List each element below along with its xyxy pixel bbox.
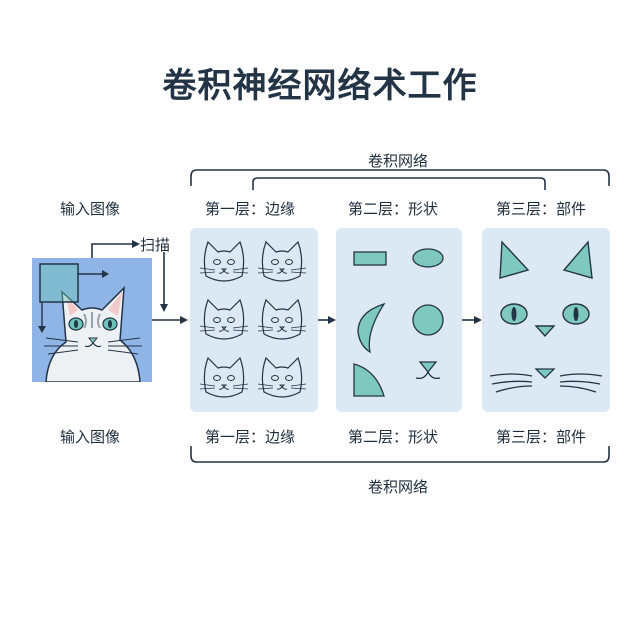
edge-cat-6 [257,357,307,398]
layer1-label-top: 第一层：边缘 [205,200,296,218]
layer2-label-bottom: 第二层：形状 [348,428,439,446]
layer1-edge-cats [199,241,307,398]
input-cat-image [32,258,152,382]
whiskers-part [489,368,603,393]
layer3-label-top: 第三层：部件 [496,200,587,218]
circle-shape [412,304,444,336]
right-eye-part [562,303,590,325]
edge-cat-4 [257,299,307,340]
left-eye-part [500,303,528,325]
bottom-bracket-label: 卷积网络 [368,478,429,496]
nose-part [534,325,556,338]
edge-cat-1 [199,241,249,282]
layer2-shapes [353,248,444,397]
layer1-panel [190,228,318,412]
layer2-label-top: 第二层：形状 [348,200,439,218]
edge-cat-2 [257,241,307,282]
nose-shape [415,361,441,380]
input-label-top: 输入图像 [60,200,121,218]
crescent-shape [357,302,386,354]
rectangle-shape [353,251,387,266]
left-ear-part [499,240,530,279]
right-ear-part [562,240,593,279]
layer3-parts [489,240,603,393]
triangle-shape [353,363,385,397]
layer1-label-bottom: 第一层：边缘 [205,428,296,446]
ellipse-shape [412,248,444,268]
page-title: 卷积神经网络术工作 [162,66,478,106]
scan-label: 扫描 [140,236,171,254]
edge-cat-5 [199,357,249,398]
input-label-bottom: 输入图像 [60,428,121,446]
layer3-label-bottom: 第三层：部件 [496,428,587,446]
top-bracket-label: 卷积网络 [368,152,429,170]
edge-cat-3 [199,299,249,340]
